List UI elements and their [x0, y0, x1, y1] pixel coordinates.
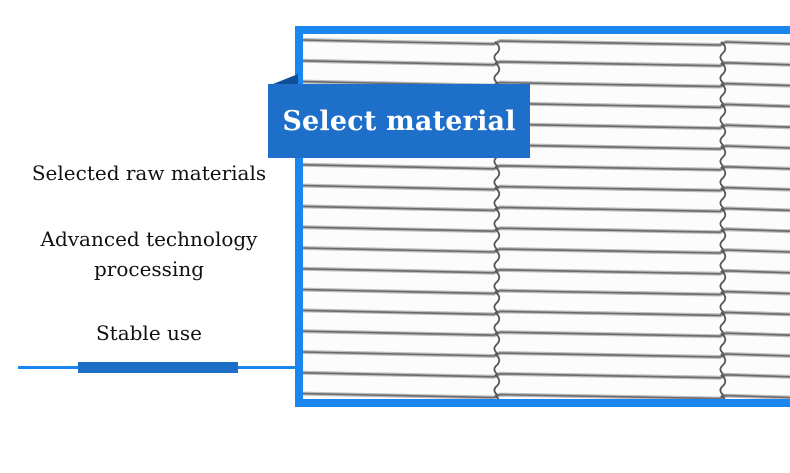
wire — [303, 372, 790, 379]
seam-knuckle — [493, 228, 501, 251]
seam-knuckle — [493, 207, 501, 230]
banner-title: Select material — [268, 84, 530, 158]
seam-knuckle — [719, 249, 727, 272]
seam-knuckle — [719, 270, 727, 293]
seam-knuckle — [719, 353, 727, 376]
seam-knuckle — [493, 186, 501, 210]
seam-knuckle — [719, 124, 727, 147]
wire — [303, 60, 790, 67]
accent-bar — [78, 362, 238, 373]
wire — [303, 330, 790, 338]
seam-knuckle — [719, 207, 727, 230]
seam-knuckle — [719, 103, 727, 126]
seam-knuckle — [493, 249, 501, 272]
seam-knuckle — [719, 41, 727, 64]
seam-knuckle — [493, 166, 501, 189]
wire — [303, 309, 790, 317]
feature-raw-materials: Selected raw materials — [31, 161, 267, 185]
wire — [303, 268, 790, 275]
seam-knuckle — [493, 332, 501, 355]
wire — [303, 226, 790, 234]
seam-knuckle — [719, 186, 727, 210]
seam-knuckle — [493, 311, 501, 334]
wire — [303, 164, 790, 171]
wire — [303, 351, 790, 358]
feature-advanced-technology: Advanced technology processing — [40, 227, 258, 281]
seam-knuckle — [719, 82, 727, 106]
seam-knuckle — [719, 290, 727, 314]
seam-knuckle — [719, 166, 727, 189]
seam-knuckle — [719, 374, 727, 397]
wire — [303, 288, 790, 296]
seam-knuckle — [719, 145, 727, 168]
seam-knuckle — [493, 41, 501, 64]
wire — [303, 184, 790, 192]
seam-knuckle — [719, 332, 727, 355]
seam-knuckle — [493, 62, 501, 85]
wire — [303, 392, 790, 399]
seam-knuckle — [493, 270, 501, 293]
seam-knuckle — [719, 62, 727, 85]
seam-knuckle — [493, 290, 501, 314]
wire — [303, 205, 790, 213]
wire — [303, 247, 790, 254]
seam-knuckle — [493, 353, 501, 376]
feature-stable-use: Stable use — [95, 321, 203, 345]
wire — [303, 39, 790, 46]
seam-knuckle — [719, 311, 727, 334]
seam-knuckle — [493, 374, 501, 397]
seam-knuckle — [719, 228, 727, 251]
